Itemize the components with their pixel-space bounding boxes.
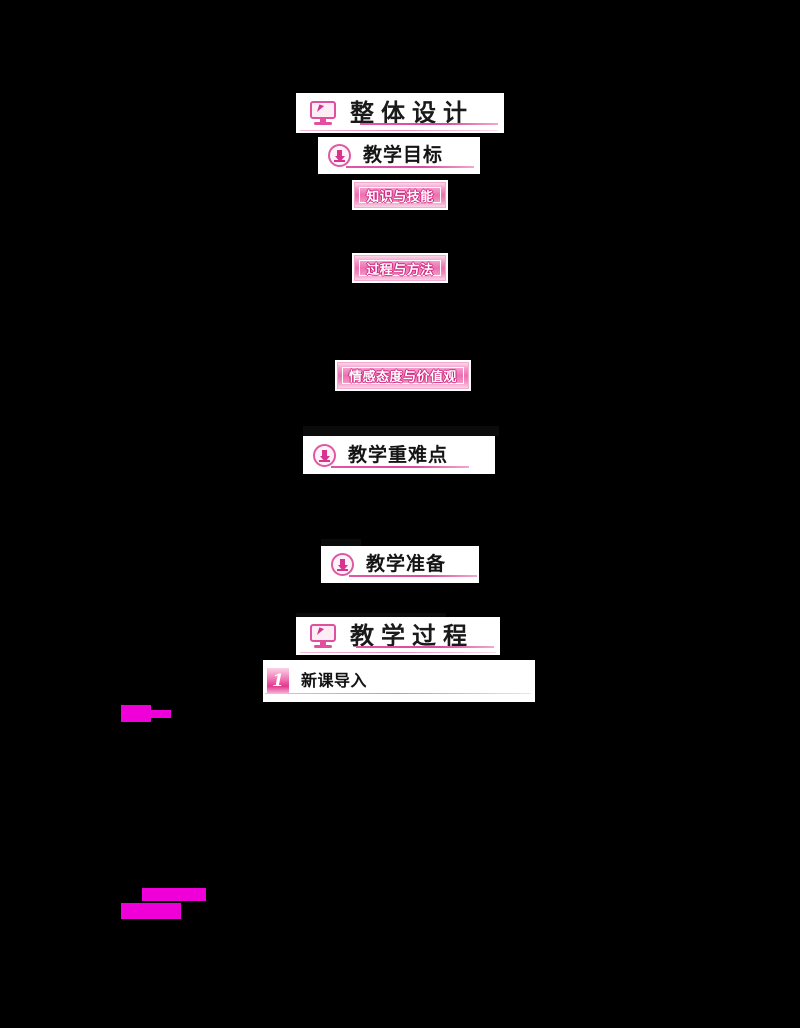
download-arrow-icon [331, 553, 354, 576]
section-header-overall-design[interactable]: 整体设计 [296, 93, 504, 133]
objective-badge-label: 过程与方法 [366, 262, 434, 278]
step-number: 1 [272, 670, 284, 691]
section-title-teaching-preparation: 教学准备 [366, 553, 447, 575]
section-header-teaching-process[interactable]: 教学过程 [296, 617, 500, 655]
download-arrow-icon [328, 144, 351, 167]
ghost-text-above-key-points [303, 426, 499, 436]
objective-badge-knowledge-skills[interactable]: 知识与技能 [354, 182, 446, 208]
highlight-mark-lower-2 [121, 903, 181, 919]
step-number-badge: 1 [265, 668, 291, 694]
header-rule-teaching-objectives [346, 166, 474, 168]
ghost-text-above-preparation [321, 539, 361, 547]
section-header-teaching-key-points[interactable]: 教学重难点 [303, 436, 495, 474]
section-header-teaching-preparation[interactable]: 教学准备 [321, 546, 479, 583]
monitor-icon [310, 101, 336, 125]
objective-badge-process-methods[interactable]: 过程与方法 [354, 255, 446, 281]
objective-badge-label: 情感态度与价值观 [348, 370, 457, 385]
download-arrow-icon [313, 443, 336, 467]
highlight-mark-upper [121, 705, 151, 722]
step-label: 新课导入 [301, 671, 368, 690]
objective-badge-label: 知识与技能 [366, 189, 434, 205]
highlight-mark-upper-tail [149, 710, 171, 718]
process-step-row-1[interactable]: 1 新课导入 [263, 660, 535, 702]
section-title-teaching-key-points: 教学重难点 [348, 443, 449, 466]
section-title-teaching-process: 教学过程 [350, 621, 474, 650]
step-row-rule [265, 693, 531, 694]
objective-badge-attitude-values[interactable]: 情感态度与价值观 [337, 362, 469, 389]
header-rule-teaching-process [356, 646, 494, 648]
header-rule-overall-design [360, 123, 498, 125]
section-title-overall-design: 整体设计 [350, 98, 474, 127]
monitor-icon [310, 624, 336, 648]
header-rule-thin-overall-design [300, 130, 498, 131]
section-title-teaching-objectives: 教学目标 [363, 144, 444, 166]
highlight-mark-lower-1 [142, 888, 206, 901]
header-rule-thin-teaching-process [300, 652, 496, 653]
section-header-teaching-objectives[interactable]: 教学目标 [318, 137, 480, 174]
header-rule-teaching-key-points [331, 466, 469, 468]
header-rule-teaching-preparation [349, 575, 477, 577]
